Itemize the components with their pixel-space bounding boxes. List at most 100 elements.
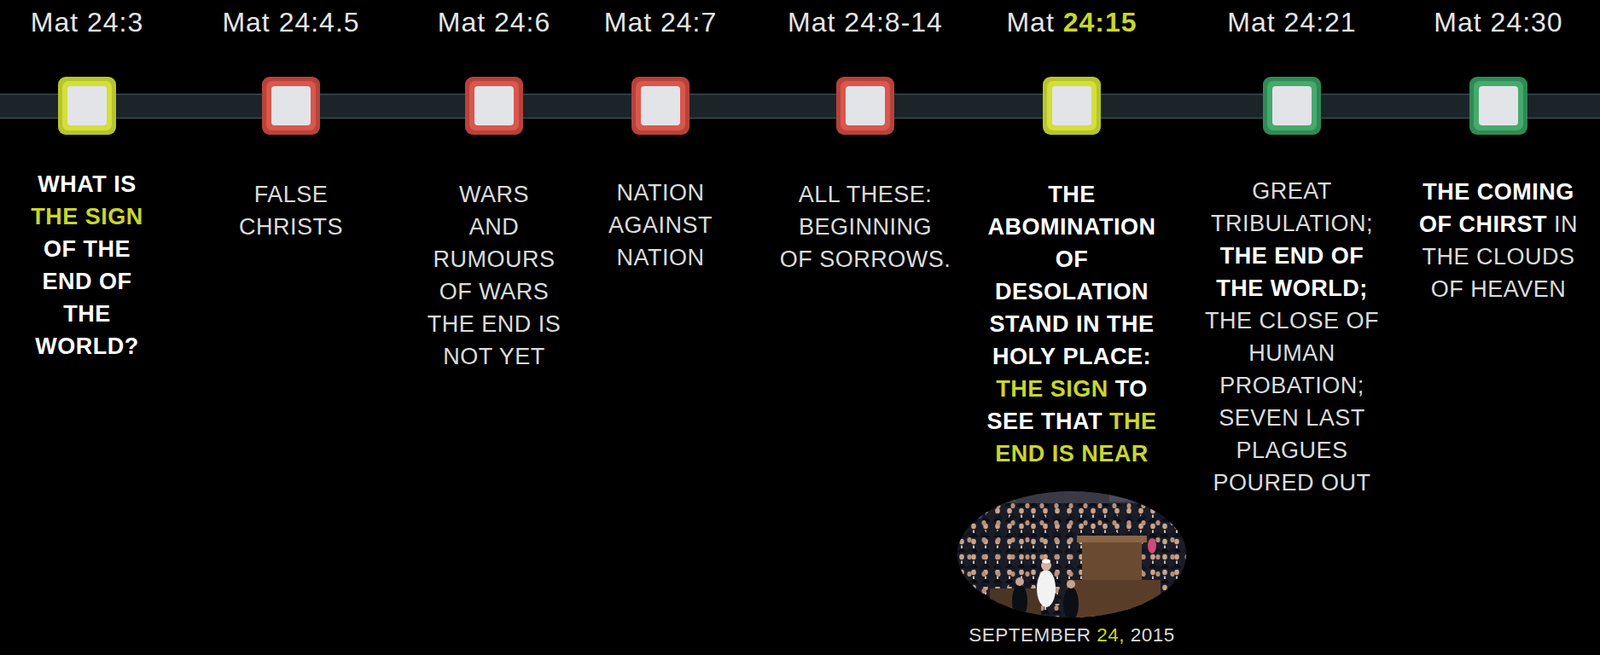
text-line: GREAT	[1204, 174, 1379, 208]
text-run: PLAGUES	[1235, 437, 1348, 464]
text-line: THE SIGN	[30, 200, 144, 233]
text-line: FALSE	[238, 178, 344, 211]
text-line: WARS	[427, 178, 562, 211]
text-run: Mat	[1006, 6, 1054, 38]
timeline-marker	[1469, 76, 1528, 135]
event-text: NATION AGAINST NATION	[608, 176, 713, 274]
text-line: OF	[986, 243, 1157, 276]
text-run: POURED	[1212, 470, 1315, 496]
congress-photo	[955, 490, 1188, 623]
text-run: OF	[43, 236, 77, 262]
text-line: THE	[30, 297, 144, 331]
question-text: WHAT IS THE SIGN OF THE END OF THE WORLD…	[30, 168, 144, 363]
text-run: THE	[1047, 181, 1096, 208]
text-run: SORROWS.	[819, 246, 951, 273]
text-line: THE SIGN TO	[986, 372, 1157, 406]
text-run: Mat	[221, 6, 270, 38]
text-run: 24:30	[1490, 6, 1564, 38]
event-text: THE COMING OF CHIRST IN THE CLOUDS OF HE…	[1419, 175, 1578, 306]
timeline-marker	[836, 76, 895, 135]
text-run: 24:7	[660, 6, 717, 38]
text-line: AND	[427, 210, 562, 244]
text-run: END	[481, 311, 532, 338]
text-run: RUMOURS	[433, 246, 556, 273]
text-run: 24:15	[1063, 6, 1138, 38]
timeline-marker	[465, 76, 524, 135]
text-line: Mat 24:15	[1006, 5, 1137, 39]
text-run: END	[994, 441, 1046, 467]
text-line: SEPTEMBER 24, 2015	[968, 622, 1176, 649]
text-run: Mat	[437, 6, 486, 38]
text-run: Mat	[604, 6, 652, 38]
text-line: HOLY PLACE:	[986, 340, 1157, 373]
text-run: THE	[1204, 308, 1253, 334]
verse-reference: Mat 24:15	[1006, 5, 1137, 39]
text-line: Mat 24:8-14	[787, 5, 943, 39]
text-run: IS	[113, 171, 137, 198]
text-run: CHRISTS	[238, 214, 344, 240]
text-line: HUMAN	[1204, 337, 1379, 370]
event-text: WARS AND RUMOURS OF WARS THE END IS NOT …	[427, 178, 562, 373]
text-line: THE CLOUDS	[1419, 240, 1578, 274]
text-run: NATION	[616, 180, 705, 206]
text-line: SEE THAT THE	[986, 405, 1157, 438]
text-run: OF	[1419, 211, 1453, 238]
text-run: NATION	[616, 244, 705, 271]
timeline-marker	[261, 76, 320, 135]
text-run: SEPTEMBER	[968, 624, 1091, 646]
text-run: BEGINNING	[798, 214, 932, 240]
text-run: ALL	[798, 181, 841, 208]
text-run: THE	[1422, 179, 1471, 205]
text-run: 2015	[1130, 624, 1176, 646]
event-text: FALSE CHRISTS	[238, 178, 344, 244]
text-run: SIGN	[85, 203, 144, 230]
text-run: THE	[1421, 244, 1470, 270]
text-run: OF	[1055, 246, 1089, 273]
text-line: ALL THESE:	[779, 178, 952, 211]
text-line: END IS NEAR	[986, 437, 1157, 471]
text-run: OF	[98, 268, 133, 295]
text-line: THE CLOSE OF	[1204, 304, 1379, 338]
event-text: ALL THESE: BEGINNING OF SORROWS.	[779, 178, 952, 276]
text-run: HUMAN	[1248, 340, 1336, 367]
text-run: COMING	[1477, 179, 1575, 205]
text-run: TO	[1115, 376, 1148, 402]
text-line: OF THE	[30, 232, 144, 266]
text-run: OF	[1431, 276, 1465, 303]
text-line: STAND IN THE	[986, 308, 1157, 341]
text-line: PLAGUES	[1204, 434, 1379, 467]
text-run: GREAT	[1251, 178, 1333, 204]
text-run: 24:3	[87, 6, 144, 38]
text-run: IN	[1076, 311, 1100, 338]
text-line: DESOLATION	[986, 275, 1157, 309]
text-run: NOT	[442, 343, 493, 370]
text-run: END	[1274, 243, 1325, 269]
text-line: Mat 24:7	[604, 5, 718, 39]
text-run: OF	[1331, 243, 1365, 269]
text-run: Mat	[1227, 6, 1275, 38]
text-line: TRIBULATION;	[1204, 207, 1379, 240]
date-caption: SEPTEMBER 24, 2015	[968, 622, 1176, 649]
verse-reference: Mat 24:21	[1227, 5, 1356, 39]
text-line: CHRISTS	[238, 210, 344, 244]
verse-reference: Mat 24:7	[604, 5, 718, 39]
timeline-band	[0, 93, 1600, 119]
verse-reference: Mat 24:30	[1433, 5, 1563, 39]
text-run: LAST	[1305, 405, 1366, 431]
text-line: Mat 24:4.5	[221, 5, 360, 39]
timeline-marker	[1042, 76, 1101, 135]
text-run: THE	[1216, 275, 1264, 302]
text-run: SIGN	[1050, 376, 1109, 402]
text-line: ABOMINATION	[986, 210, 1157, 244]
text-run: IS	[1052, 441, 1076, 467]
text-run: ABOMINATION	[988, 214, 1157, 240]
text-run: DESOLATION	[994, 279, 1149, 305]
text-run: WARS	[459, 181, 530, 208]
text-run: HEAVEN	[1470, 276, 1566, 303]
text-run: OF	[779, 246, 814, 273]
text-run: IN	[1553, 211, 1578, 238]
timeline-marker	[1262, 76, 1321, 135]
text-line: THE WORLD;	[1204, 272, 1379, 305]
text-line: THE COMING	[1419, 175, 1578, 209]
text-line: BEGINNING	[779, 210, 952, 244]
